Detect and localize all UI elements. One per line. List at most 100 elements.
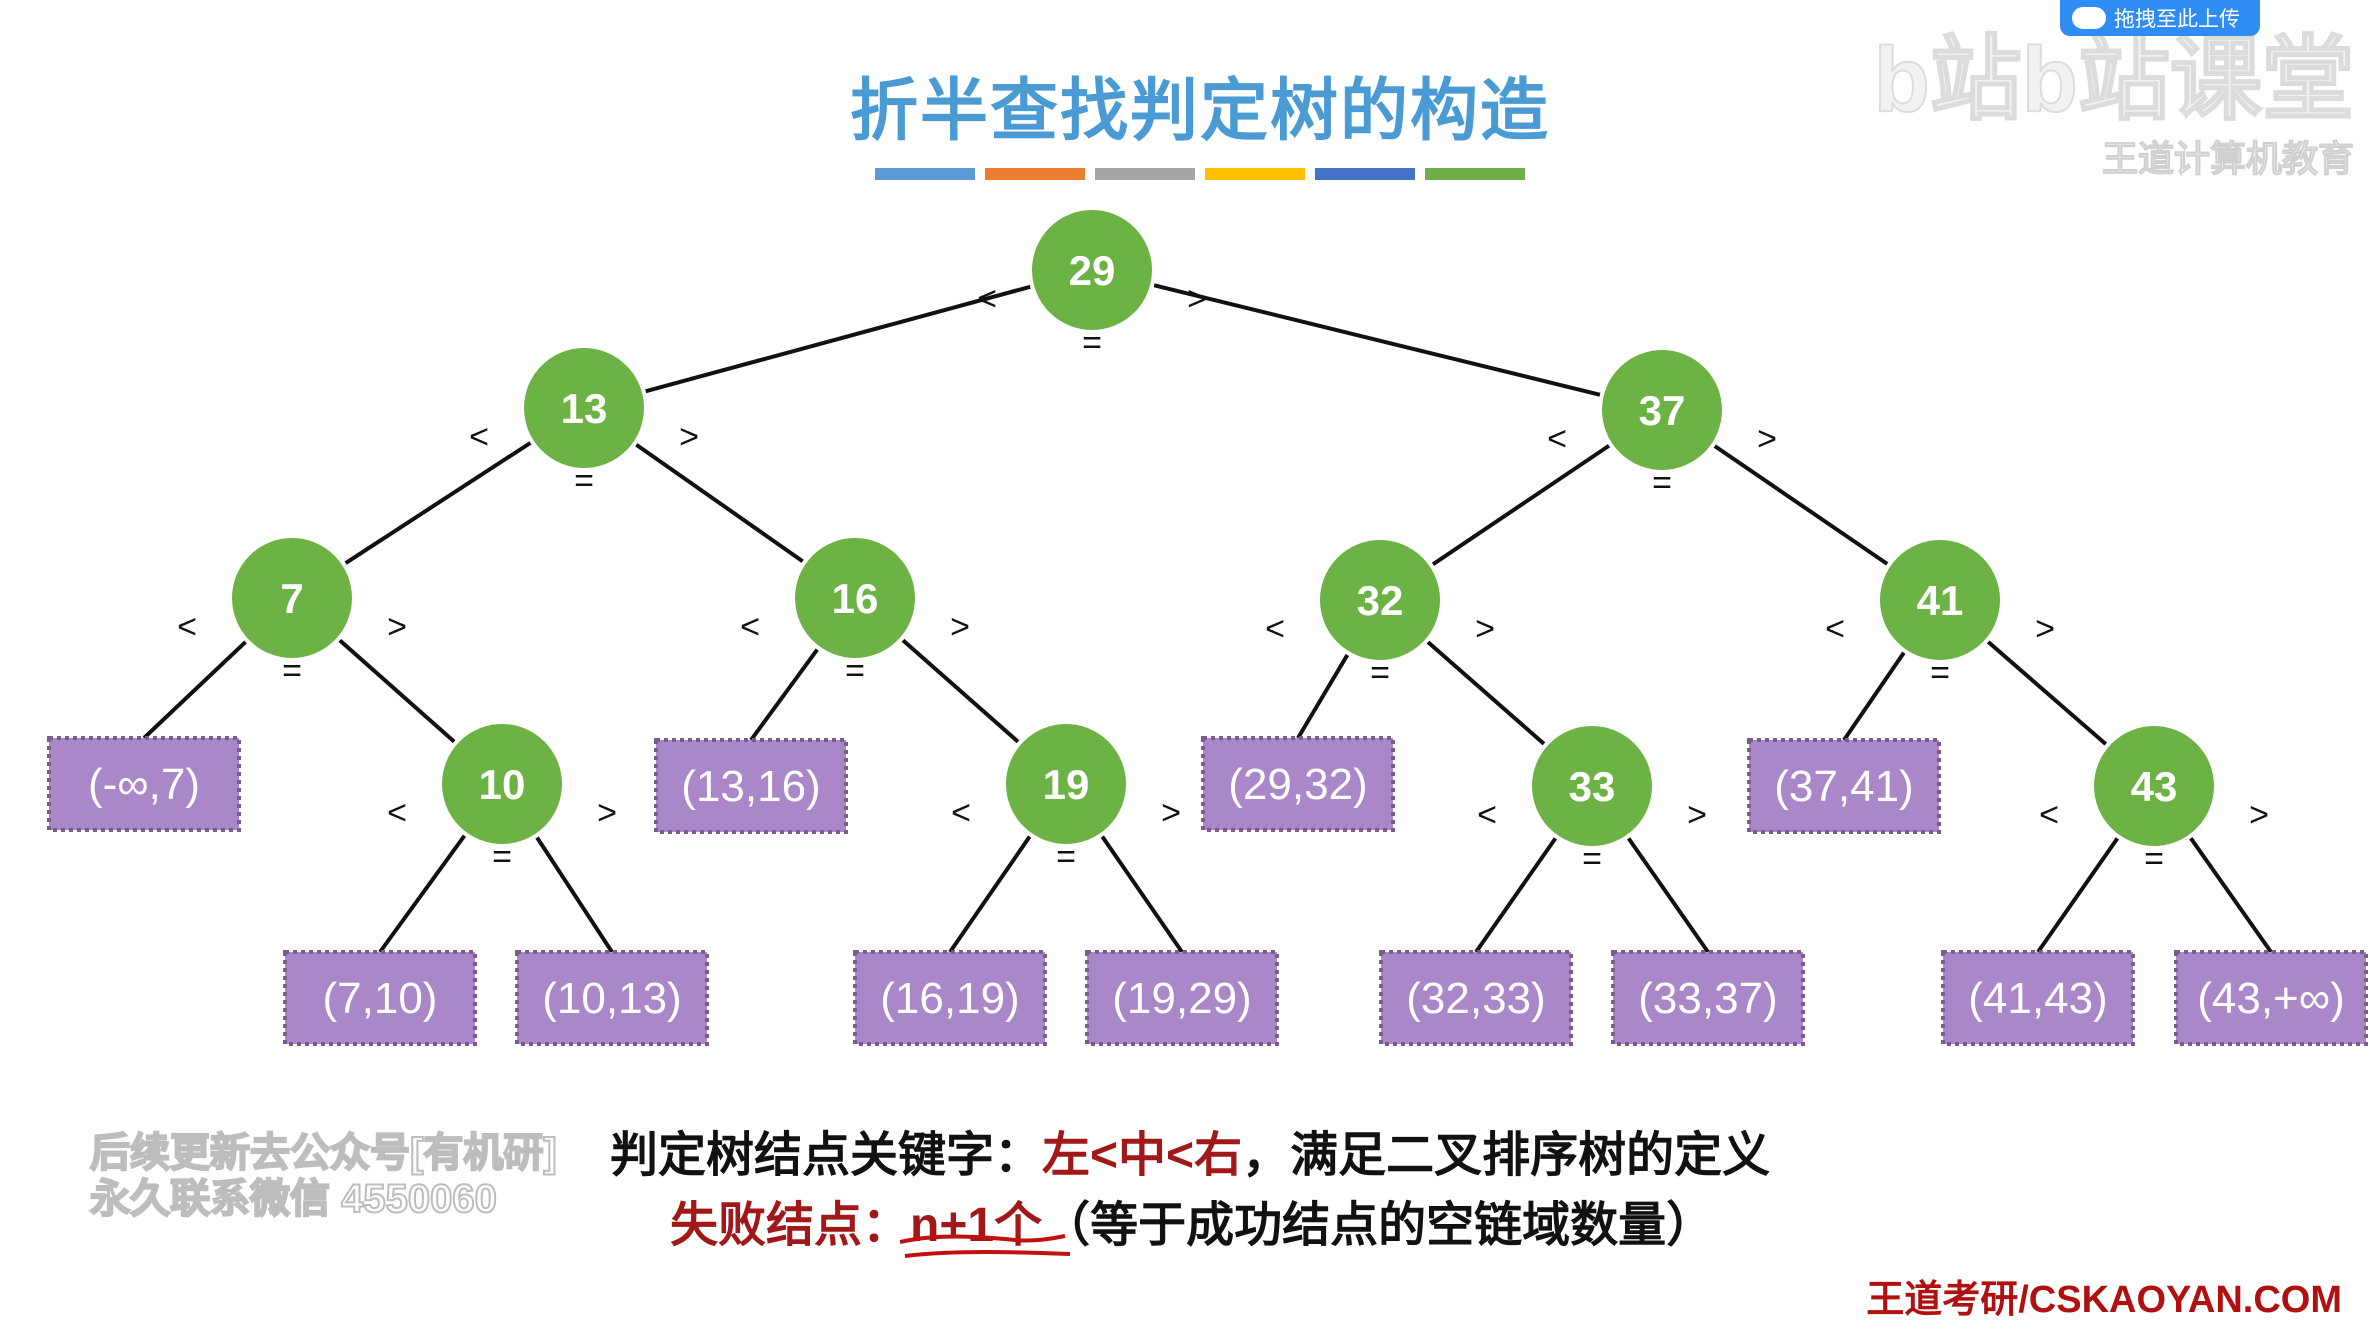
failure-node-box: [283, 950, 477, 1046]
edge-label-n16-f4: <: [740, 608, 760, 646]
tree-node-29: 29: [1028, 206, 1156, 334]
title-color-bar-3: [1205, 168, 1305, 180]
watermark-line-2: 永久联系微信 4550060: [89, 1176, 498, 1222]
title-color-bar-1: [985, 168, 1085, 180]
title-color-bar-0: [875, 168, 975, 180]
tree-node-label: 10: [479, 761, 526, 808]
failure-node-label: (41,43): [1968, 974, 2107, 1023]
caption-line-1-prefix: 判定树结点关键字：: [610, 1129, 1043, 1182]
failure-node-label: (-∞,7): [88, 760, 200, 809]
failure-node-f11: (41,43): [1941, 950, 2135, 1046]
failure-node-box: [47, 736, 241, 832]
brand-footer: 王道考研/CSKAOYAN.COM: [1866, 1279, 2342, 1321]
edge-label-n43-f11: <: [2039, 796, 2059, 834]
title-color-bar-2: [1095, 168, 1195, 180]
tree-node-circle: [1528, 722, 1656, 850]
caption-line-1-suffix: ，满足二叉排序树的定义: [1242, 1129, 1771, 1182]
edge-n29-n37: [1091, 268, 1663, 412]
failure-node-label: (13,16): [681, 762, 820, 811]
edge-label-n19-f5: <: [951, 794, 971, 832]
tree-node-7: 7: [228, 534, 356, 662]
edge-label-n33-f9: >: [1687, 796, 1707, 834]
tree-node-label: 37: [1639, 387, 1686, 434]
tree-node-label: 7: [280, 575, 303, 622]
failure-node-f1: (-∞,7): [47, 736, 241, 832]
edge-label-n43-f12: >: [2249, 796, 2269, 834]
title-color-bar-4: [1315, 168, 1415, 180]
failure-node-f6: (19,29): [1085, 950, 1279, 1046]
edge-label-n19-f6: >: [1161, 794, 1181, 832]
tree-node-label: 33: [1569, 763, 1616, 810]
watermark-line-1: 后续更新去公众号[有机研]: [89, 1130, 558, 1176]
failure-node-f10: (37,41): [1747, 738, 1941, 834]
edge-label-n41-n43: >: [2035, 610, 2055, 648]
failure-node-box: [1611, 950, 1805, 1046]
cloud-icon: [2072, 7, 2106, 29]
tree-node-circle: [791, 534, 919, 662]
failure-node-box: [2174, 950, 2368, 1046]
edge-label-n41-f10: <: [1825, 610, 1845, 648]
tree-node-circle: [1876, 536, 2004, 664]
edge-label-n32-f7: <: [1265, 610, 1285, 648]
tree-node-16: 16: [791, 534, 919, 662]
edge-label-n16-n19: >: [950, 608, 970, 646]
failure-node-f12: (43,+∞): [2174, 950, 2368, 1046]
failure-node-box: [1085, 950, 1279, 1046]
tree-node-33: 33: [1528, 722, 1656, 850]
tree-node-label: 19: [1043, 761, 1090, 808]
tree-node-circle: [438, 720, 566, 848]
logo-main-text: b站b站课堂: [1873, 29, 2355, 131]
edge-label-n7-n10: >: [387, 608, 407, 646]
caption-line-2-suffix: （等于成功结点的空链域数量）: [1042, 1199, 1715, 1252]
failure-node-label: (7,10): [323, 974, 438, 1023]
caption-line-1: 判定树结点关键字：左<中<右，满足二叉排序树的定义: [610, 1115, 1770, 1185]
tree-node-label: 16: [832, 575, 879, 622]
bilibili-logo-watermark: b站b站课堂 王道计算机教育: [1873, 29, 2355, 182]
failure-node-f2: (7,10): [283, 950, 477, 1046]
tree-node-label: 43: [2131, 763, 2178, 810]
caption-line-2: 失败结点：n+1个（等于成功结点的空链域数量）: [670, 1185, 1714, 1255]
edge-label-n13-n16: >: [679, 418, 699, 456]
failure-node-label: (33,37): [1638, 974, 1777, 1023]
edge-label-n37-n32: <: [1547, 420, 1567, 458]
failure-node-box: [654, 738, 848, 834]
failure-node-f4: (13,16): [654, 738, 848, 834]
edge-n29-n13: [583, 268, 1093, 410]
tree-node-circle: [2090, 722, 2218, 850]
tree-node-41: 41: [1876, 536, 2004, 664]
failure-node-box: [1201, 736, 1395, 832]
failure-node-f3: (10,13): [515, 950, 709, 1046]
failure-node-label: (43,+∞): [2197, 974, 2345, 1023]
upload-button-label: 拖拽至此上传: [2114, 8, 2240, 31]
drag-upload-button[interactable]: 拖拽至此上传: [2060, 0, 2260, 36]
failure-node-f9: (33,37): [1611, 950, 1805, 1046]
failure-node-box: [1941, 950, 2135, 1046]
caption-line-2-prefix: 失败结点：: [670, 1199, 911, 1252]
failure-node-box: [853, 950, 1047, 1046]
tree-node-label: 29: [1069, 247, 1116, 294]
edge-label-n37-n41: >: [1757, 420, 1777, 458]
failure-node-box: [1379, 950, 1573, 1046]
tree-node-circle: [1316, 536, 1444, 664]
failure-node-f8: (32,33): [1379, 950, 1573, 1046]
tree-node-label: 41: [1917, 577, 1964, 624]
title-color-bars: [875, 168, 1525, 180]
edge-label-n29-n13: <: [977, 280, 997, 318]
tree-node-label: 13: [561, 385, 608, 432]
failure-node-f7: (29,32): [1201, 736, 1395, 832]
tree-node-19: 19: [1002, 720, 1130, 848]
edge-label-n10-f2: <: [387, 794, 407, 832]
logo-sub-text: 王道计算机教育: [2101, 138, 2354, 180]
wechat-watermark: 后续更新去公众号[有机研] 永久联系微信 4550060: [89, 1130, 558, 1222]
tree-node-circle: [520, 344, 648, 472]
edge-label-n33-f8: <: [1477, 796, 1497, 834]
failure-node-label: (19,29): [1112, 974, 1251, 1023]
failure-node-label: (29,32): [1228, 760, 1367, 809]
failure-node-label: (10,13): [542, 974, 681, 1023]
failure-node-f5: (16,19): [853, 950, 1047, 1046]
edge-label-n13-n7: <: [469, 418, 489, 456]
tree-node-32: 32: [1316, 536, 1444, 664]
tree-node-circle: [1028, 206, 1156, 334]
caption-line-2-highlight: n+1个: [910, 1199, 1043, 1252]
